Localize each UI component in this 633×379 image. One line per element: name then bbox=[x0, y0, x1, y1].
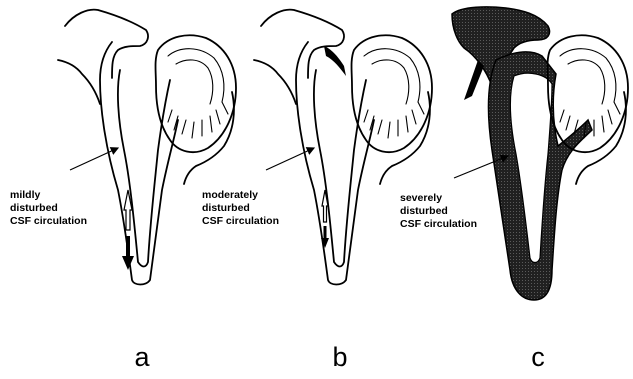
panel-c: severely disturbed CSF circulation c bbox=[400, 7, 628, 372]
caption-b-line-3: CSF circulation bbox=[202, 215, 279, 227]
front-neck-contour bbox=[58, 60, 100, 104]
nasal-ridge bbox=[464, 60, 484, 100]
caption-a: mildly disturbed CSF circulation bbox=[10, 189, 87, 227]
narrowed-cistern bbox=[324, 46, 346, 76]
caption-c-line-1: severely bbox=[400, 192, 442, 204]
caption-c: severely disturbed CSF circulation bbox=[400, 192, 477, 230]
caption-a-line-2: disturbed bbox=[10, 202, 58, 214]
caption-c-line-3: CSF circulation bbox=[400, 218, 477, 230]
caption-a-line-3: CSF circulation bbox=[10, 215, 87, 227]
cistern-outline bbox=[261, 10, 344, 78]
panel-letter-c: c bbox=[531, 342, 545, 372]
caption-b: moderately disturbed CSF circulation bbox=[202, 189, 279, 227]
front-neck-contour bbox=[254, 60, 296, 104]
down-arrow-icon bbox=[122, 236, 134, 270]
cistern-outline bbox=[65, 10, 148, 78]
panel-letter-b: b bbox=[332, 342, 347, 372]
panel-letter-a: a bbox=[134, 342, 150, 372]
caption-b-line-1: moderately bbox=[202, 189, 258, 201]
panel-b: moderately disturbed CSF circulation b bbox=[202, 10, 432, 372]
caption-a-line-1: mildly bbox=[10, 189, 41, 201]
caption-b-line-2: disturbed bbox=[202, 202, 250, 214]
caption-c-line-2: disturbed bbox=[400, 205, 448, 217]
